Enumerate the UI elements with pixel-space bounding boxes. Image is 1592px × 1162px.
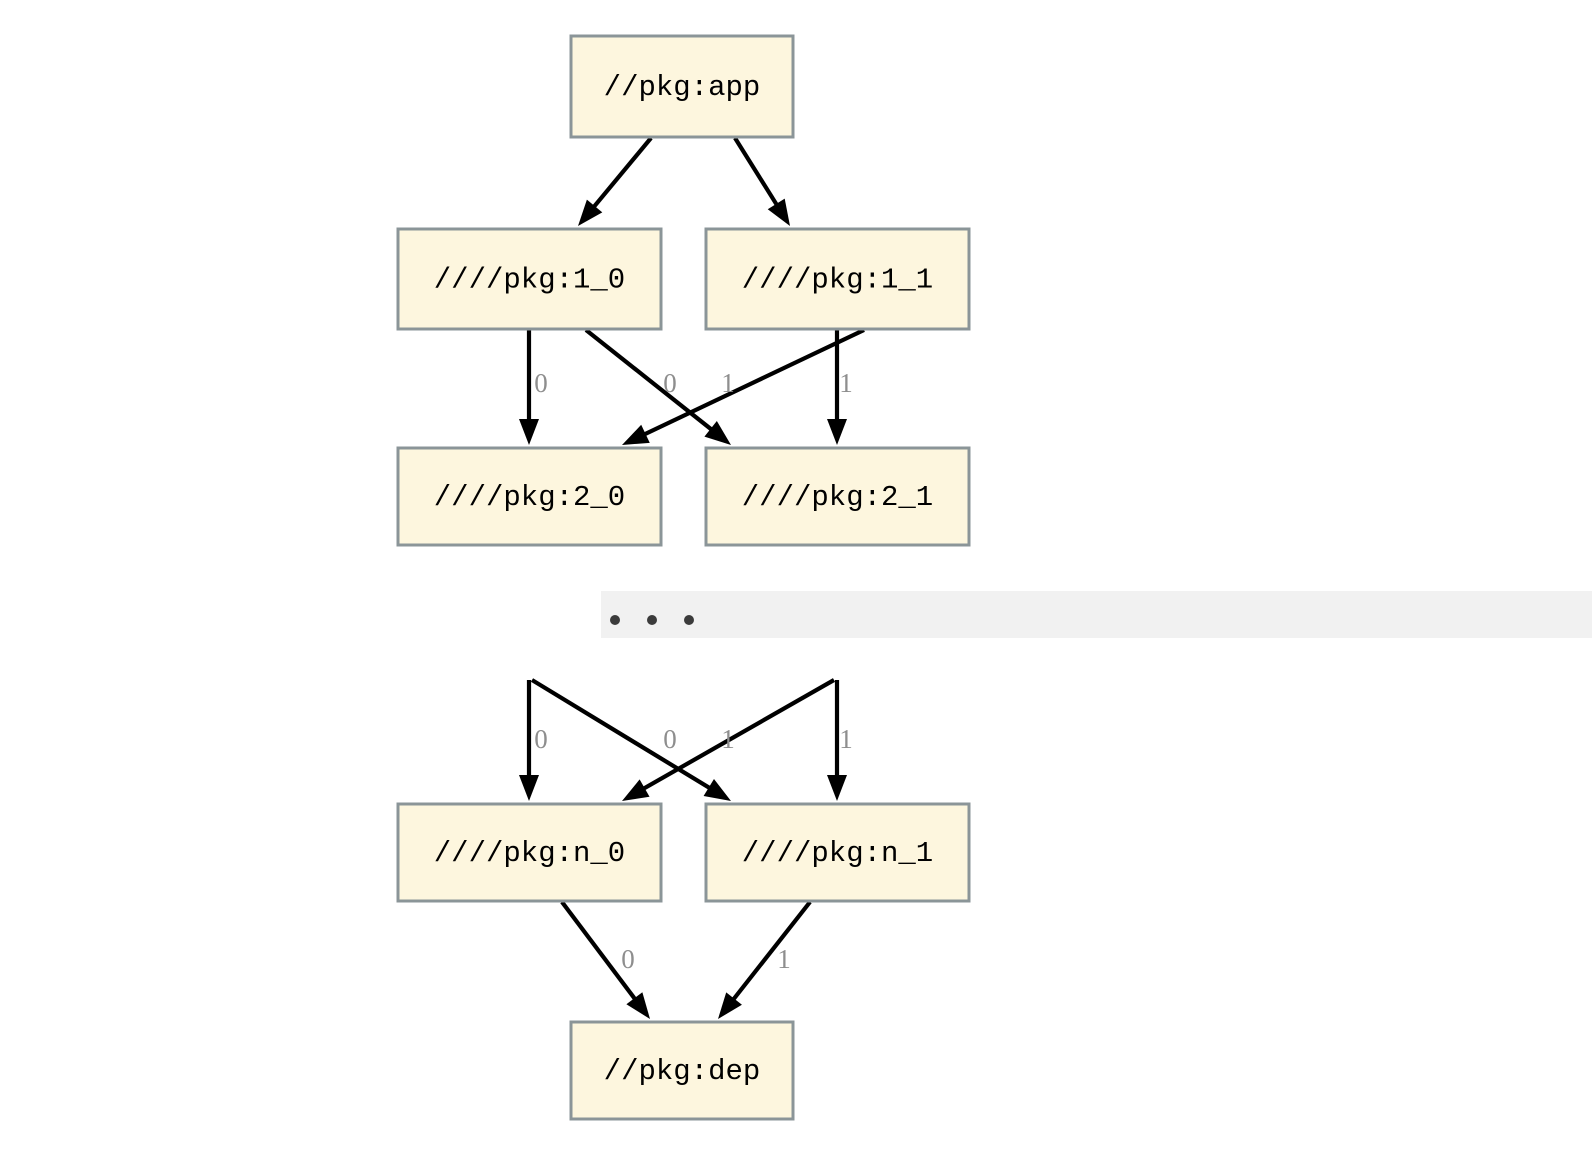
node-label: //pkg:dep [604, 1055, 761, 1088]
graph-node-n_1[interactable]: ////pkg:n_1 [704, 802, 971, 903]
edge-arrowhead [626, 992, 650, 1019]
node-label: ////pkg:2_1 [742, 481, 933, 514]
node-box[interactable] [569, 1020, 795, 1121]
edge-arrowhead [622, 424, 650, 445]
edge-labels-layer: 0 0 1 1 0 0 1 1 0 1 [534, 368, 853, 974]
graph-node-2_0[interactable]: ////pkg:2_0 [396, 446, 663, 547]
node-box[interactable] [396, 227, 663, 331]
node-label: //pkg:app [604, 71, 761, 104]
graph-node-2_1[interactable]: ////pkg:2_1 [704, 446, 971, 547]
edge-arrowhead [519, 775, 539, 801]
edge-line [640, 328, 865, 438]
node-label: ////pkg:1_0 [434, 264, 625, 297]
edge-line [639, 678, 836, 793]
node-box[interactable] [396, 802, 663, 903]
graph-node-1_1[interactable]: ////pkg:1_1 [704, 227, 971, 331]
edge-line [733, 136, 781, 210]
node-label: ////pkg:1_1 [742, 264, 933, 297]
edge-line [584, 328, 716, 434]
edge-label: 0 [663, 724, 677, 754]
graph-node-app[interactable]: //pkg:app [569, 34, 795, 139]
ellipsis-layer [601, 591, 1592, 638]
edge-label: 1 [839, 724, 853, 754]
edge-arrowhead [622, 779, 650, 801]
node-label: ////pkg:n_1 [742, 837, 933, 870]
nodes-layer: //pkg:app ////pkg:1_0 ////pkg:1_1 ////pkg:2… [396, 34, 971, 1121]
edge-label: 1 [721, 724, 735, 754]
ellipsis-dot [647, 615, 657, 625]
edge-line [729, 900, 812, 1004]
edge-arrowhead [704, 421, 731, 445]
node-box[interactable] [704, 227, 971, 331]
edge-arrowhead [578, 199, 603, 226]
graph-node-dep[interactable]: //pkg:dep [569, 1020, 795, 1121]
ellipsis-band [601, 591, 1592, 638]
edge-label: 1 [839, 368, 853, 398]
edge-line [530, 678, 715, 792]
node-box[interactable] [396, 446, 663, 547]
node-label: ////pkg:n_0 [434, 837, 625, 870]
edge-label: 1 [721, 368, 735, 398]
edge-arrowhead [519, 419, 539, 445]
ellipsis-dot [610, 615, 620, 625]
edge-arrowhead [827, 775, 847, 801]
edge-label: 0 [534, 368, 548, 398]
edge-label: 0 [663, 368, 677, 398]
graph-node-1_0[interactable]: ////pkg:1_0 [396, 227, 663, 331]
graph-node-n_0[interactable]: ////pkg:n_0 [396, 802, 663, 903]
edge-label: 0 [621, 944, 635, 974]
node-box[interactable] [704, 446, 971, 547]
edges-layer [519, 136, 865, 1019]
ellipsis-dot [684, 615, 694, 625]
edge-arrowhead [827, 419, 847, 445]
node-box[interactable] [704, 802, 971, 903]
edge-label: 1 [777, 944, 791, 974]
edge-arrowhead [718, 992, 742, 1019]
node-box[interactable] [569, 34, 795, 139]
edge-line [589, 136, 653, 212]
edge-arrowhead [767, 198, 790, 226]
edge-line [560, 900, 640, 1004]
node-label: ////pkg:2_0 [434, 481, 625, 514]
edge-label: 0 [534, 724, 548, 754]
edge-arrowhead [703, 778, 731, 801]
